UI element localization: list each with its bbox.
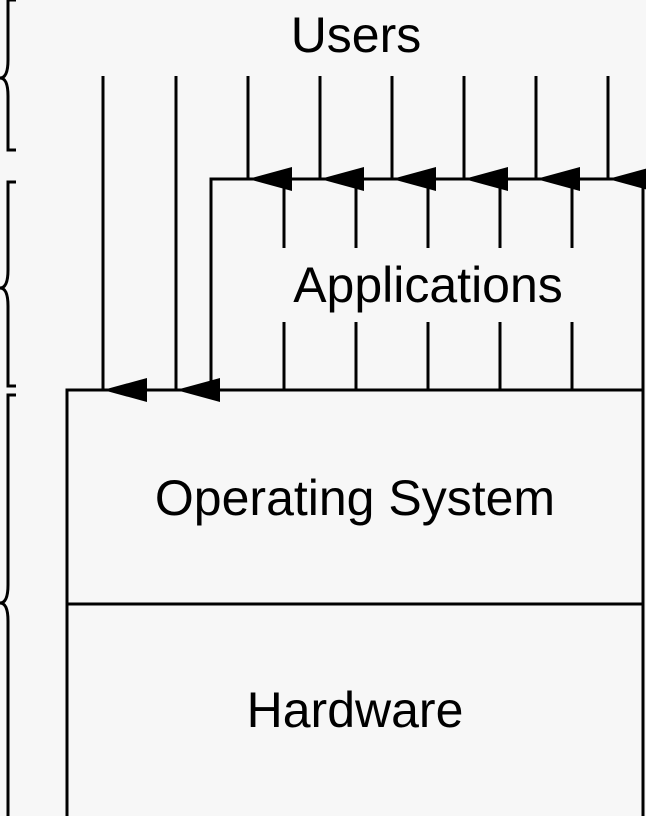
hardware-box <box>65 602 645 816</box>
user-to-os-arrows <box>101 76 220 402</box>
brace-applications <box>0 180 16 388</box>
hardware-label: Hardware <box>247 682 464 738</box>
application-channels-bottom <box>282 322 574 390</box>
applications-label: Applications <box>293 257 563 313</box>
users-label: Users <box>291 7 422 63</box>
user-to-application-arrows <box>246 76 646 191</box>
brace-users <box>0 0 16 152</box>
operating-system-box <box>65 388 645 606</box>
brace-operating-system <box>0 393 16 816</box>
layer-braces <box>0 0 16 816</box>
operating-system-label: Operating System <box>155 470 555 526</box>
